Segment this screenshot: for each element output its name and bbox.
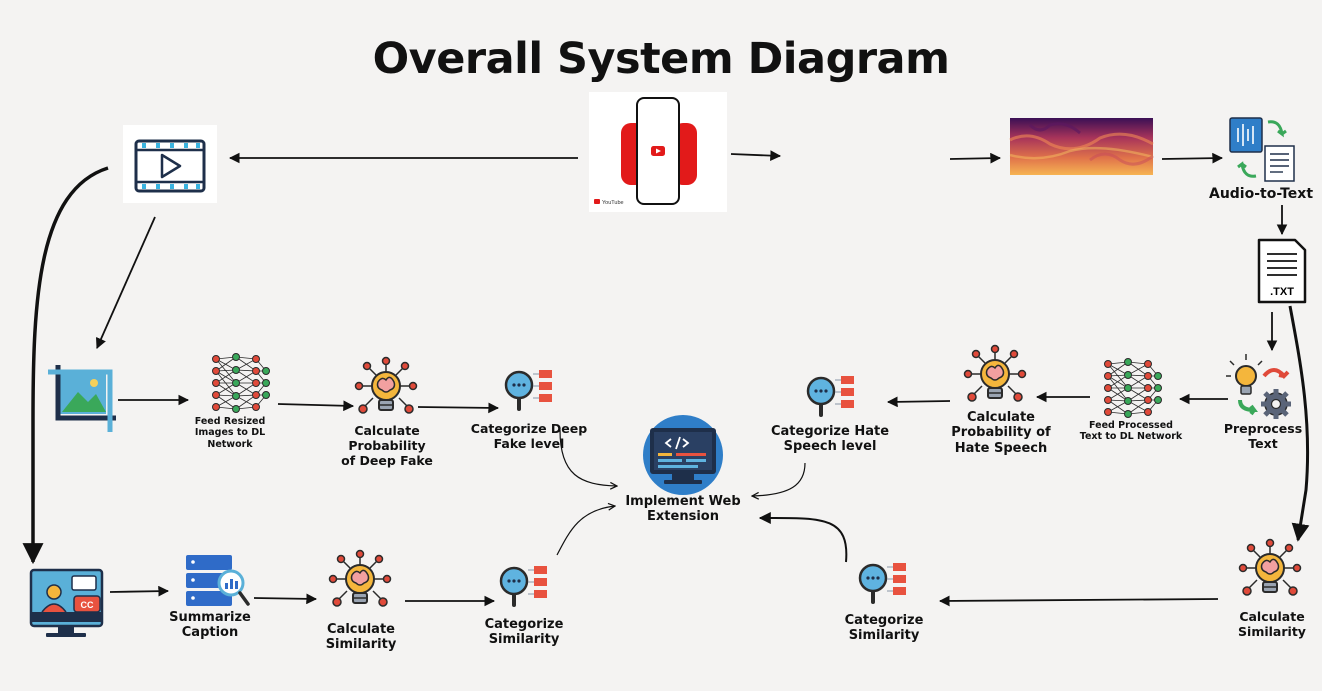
txt-file-icon: .TXT bbox=[1257, 238, 1307, 304]
bulb-brain-icon-deepfake bbox=[354, 356, 418, 414]
arrow-similarity-to-extension bbox=[556, 506, 615, 556]
label-calc-prob-hate-speech: Calculate Probability of Hate Speech bbox=[951, 410, 1051, 456]
magnify-category-icon-similarity-right bbox=[858, 561, 908, 604]
arrow-caption-to-summarize bbox=[109, 585, 170, 597]
label-categorize-hate-speech: Categorize Hate Speech level bbox=[770, 424, 890, 455]
bulb-brain-icon-similarity-right bbox=[1238, 538, 1302, 596]
arrow-hate-prob-to-category bbox=[886, 396, 951, 408]
magnify-category-icon-similarity-left bbox=[499, 564, 549, 607]
magnify-category-icon-hatespeech bbox=[806, 374, 856, 417]
cc-badge-text: CC bbox=[81, 600, 94, 610]
arrow-summarize-to-similarity bbox=[253, 593, 318, 605]
youtube-phone-image: YouTube bbox=[589, 92, 727, 212]
label-preprocess-text: Preprocess Text bbox=[1223, 421, 1303, 451]
label-implement-web-extension: Implement Web Extension bbox=[625, 494, 741, 525]
diagram-title: Overall System Diagram bbox=[372, 34, 950, 84]
arrow-deepfake-prob-to-category bbox=[417, 402, 500, 414]
video-caption-monitor-icon: CC bbox=[29, 568, 104, 637]
label-categorize-similarity-right: Categorize Similarity bbox=[844, 613, 924, 644]
image-crop-icon bbox=[48, 365, 116, 432]
arrow-video-to-caption bbox=[22, 166, 109, 565]
label-calc-similarity-left: Calculate Similarity bbox=[325, 622, 397, 653]
preprocess-bulb-gear-icon bbox=[1226, 354, 1291, 419]
flow-arrows bbox=[22, 150, 1310, 607]
bulb-brain-icon-hatespeech bbox=[963, 344, 1027, 402]
label-summarize-caption: Summarize Caption bbox=[169, 610, 251, 641]
arrow-spectrogram-to-audio-text bbox=[1161, 152, 1224, 164]
label-categorize-similarity-left: Categorize Similarity bbox=[484, 617, 564, 648]
spectrogram-image bbox=[1009, 118, 1154, 175]
arrow-right-similarity-to-extension bbox=[758, 511, 848, 563]
neural-network-icon-image bbox=[212, 353, 270, 413]
arrow-waveform-to-spectrogram bbox=[949, 152, 1002, 164]
audio-waveform-icon bbox=[792, 137, 938, 174]
label-audio-to-text: Audio-to-Text bbox=[1208, 186, 1314, 202]
summarize-caption-icon bbox=[186, 555, 250, 606]
web-extension-icon bbox=[643, 415, 723, 495]
label-categorize-deep-fake: Categorize Deep Fake level bbox=[470, 421, 588, 451]
arrow-hatespeech-to-extension bbox=[752, 462, 806, 496]
label-calc-similarity-right: Calculate Similarity bbox=[1238, 609, 1306, 639]
label-feed-resized-images: Feed Resized Images to DL Network bbox=[194, 416, 266, 450]
arrow-calc-similarity-to-category bbox=[938, 595, 1219, 607]
video-player-icon bbox=[123, 125, 217, 203]
magnify-category-icon-deepfake bbox=[504, 368, 554, 411]
label-calc-prob-deep-fake: Calculate Probability of Deep Fake bbox=[341, 423, 433, 468]
arrow-video-to-crop bbox=[95, 216, 156, 349]
label-feed-processed-text: Feed Processed Text to DL Network bbox=[1079, 420, 1183, 443]
arrow-deepfake-to-extension bbox=[559, 429, 617, 486]
bulb-brain-icon-similarity-left bbox=[328, 549, 392, 607]
arrow-youtube-to-waveform bbox=[730, 150, 782, 161]
youtube-brand-text: YouTube bbox=[602, 200, 624, 206]
arrow-network-to-deepfake-prob bbox=[277, 400, 355, 412]
audio-to-text-icon bbox=[1229, 117, 1295, 182]
arrow-txt-to-similarity bbox=[1288, 305, 1310, 542]
txt-file-label: .TXT bbox=[1270, 286, 1294, 298]
neural-network-icon-text bbox=[1104, 358, 1162, 418]
